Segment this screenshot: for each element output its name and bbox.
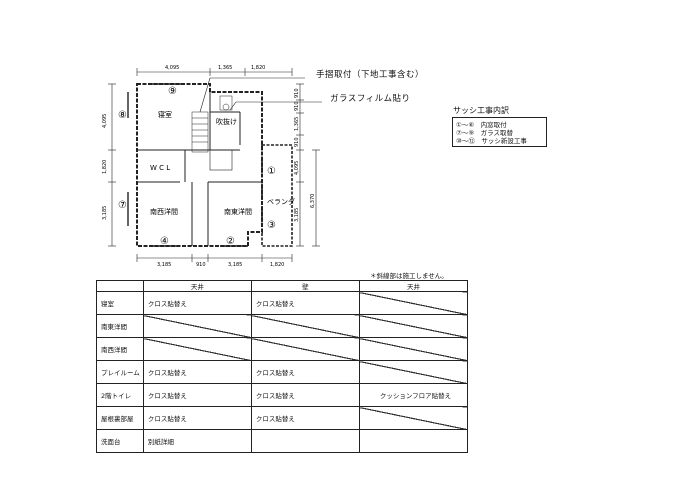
cell-hatched [250, 314, 360, 338]
cell [358, 429, 469, 453]
right-dimension [296, 83, 320, 247]
finish-table: 天井 壁 天井 寝室 クロス貼替え クロス貼替え 南東洋間 南西洋間 プレイルー… [96, 280, 469, 453]
marker-9: ⑨ [168, 86, 177, 97]
cell: クロス貼替え [250, 360, 360, 384]
dim-left-3: 3,185 [102, 206, 108, 220]
dim-right-6: 3,185 [294, 208, 300, 222]
row-label: 2階トイレ [96, 383, 144, 407]
dim-top-1: 4,095 [165, 65, 179, 71]
legend-line-2: ⑦～⑨ ガラス取替 [456, 129, 514, 137]
legend-line-3: ⑩～⑫ サッシ新設工事 [456, 137, 527, 145]
cell: クロス貼替え [250, 383, 360, 407]
row-label: 南東洋間 [96, 314, 144, 338]
veranda-outline [261, 144, 293, 247]
table-row: 洗面台 別紙詳細 [96, 429, 469, 453]
landing [209, 149, 233, 171]
dim-bottom-4: 1,820 [270, 262, 284, 268]
marker-7: ⑦ [118, 200, 127, 211]
window-marks [127, 83, 248, 247]
cell: クロス貼替え [142, 360, 252, 384]
row-label: 南西洋間 [96, 337, 144, 361]
marker-8: ⑧ [118, 110, 127, 121]
floor-plan: 4,095 1,365 1,820 3,185 910 3,185 1,820 … [102, 65, 322, 268]
dim-right-1: 910 [294, 88, 300, 98]
header-ceiling: 天井 [142, 280, 252, 292]
stair [191, 111, 209, 153]
cell: クッションフロア貼替え [358, 383, 469, 407]
dim-right-5: 4,095 [294, 161, 300, 175]
cell: クロス貼替え [250, 406, 360, 430]
table-row: 南東洋間 [96, 314, 469, 338]
row-label: 屋根裏部屋 [96, 406, 144, 430]
room-veranda: ベランダ [267, 197, 295, 206]
room-wcl: W C L [150, 164, 170, 172]
header-blank [96, 280, 144, 292]
room-sw: 南西洋間 [150, 207, 178, 216]
legend-box: ①～⑥ 内窓取付 ⑦～⑨ ガラス取替 ⑩～⑫ サッシ新設工事 [452, 117, 547, 147]
cell: 別紙詳細 [142, 429, 252, 453]
row-label: 寝室 [96, 291, 144, 315]
hatch-note: ＊斜線部は施工しません。 [370, 272, 448, 280]
table-row: 屋根裏部屋 クロス貼替え クロス貼替え [96, 406, 469, 430]
dim-right-outer: 6,370 [310, 194, 316, 208]
header-ceiling-2: 天井 [358, 280, 469, 292]
marker-4: ④ [160, 236, 169, 247]
dim-bottom-3: 3,185 [228, 262, 242, 268]
dim-left-1: 4,095 [102, 114, 108, 128]
marker-3: ③ [267, 220, 276, 231]
legend-line-1: ①～⑥ 内窓取付 [456, 121, 507, 129]
dim-right-3: 1,365 [294, 117, 300, 131]
toilet [219, 95, 233, 111]
header-wall: 壁 [250, 280, 360, 292]
cell-hatched [250, 337, 360, 361]
cell: クロス貼替え [250, 291, 360, 315]
table-row: 南西洋間 [96, 337, 469, 361]
row-label: プレイルーム [96, 360, 144, 384]
cell-hatched [142, 314, 252, 338]
cell: クロス貼替え [142, 406, 252, 430]
cell: クロス貼替え [142, 291, 252, 315]
callout-glass-film: ガラスフィルム貼り [330, 94, 411, 104]
dim-right-4: 910 [294, 137, 300, 147]
left-dimension [108, 83, 116, 247]
cell-hatched [358, 291, 469, 315]
cell-hatched [358, 406, 469, 430]
cell: クロス貼替え [142, 383, 252, 407]
table-row: 2階トイレ クロス貼替え クロス貼替え クッションフロア貼替え [96, 383, 469, 407]
room-se: 南東洋間 [224, 207, 252, 216]
dim-top-2: 1,365 [218, 65, 232, 71]
table-row: 寝室 クロス貼替え クロス貼替え [96, 291, 469, 315]
dim-left-2: 1,820 [102, 160, 108, 174]
callout-leaders [199, 77, 322, 113]
room-atrium: 吹抜け [216, 117, 237, 126]
dim-bottom-1: 3,185 [157, 262, 171, 268]
marker-2: ② [226, 236, 235, 247]
cell-hatched [358, 337, 469, 361]
legend-title: サッシ工事内訳 [453, 106, 509, 115]
table-row: プレイルーム クロス貼替え クロス貼替え [96, 360, 469, 384]
marker-1: ① [267, 166, 276, 177]
room-bedroom: 寝室 [158, 110, 172, 119]
table-header-row: 天井 壁 天井 [96, 280, 469, 292]
top-dimension [136, 68, 293, 76]
bottom-dimension [136, 254, 293, 262]
cell-hatched [358, 360, 469, 384]
cell [250, 429, 360, 453]
dim-bottom-2: 910 [196, 262, 206, 268]
cell-hatched [358, 314, 469, 338]
callout-handrail: 手摺取付（下地工事含む） [316, 70, 425, 80]
row-label: 洗面台 [96, 429, 144, 453]
cell-hatched [142, 337, 252, 361]
dim-top-3: 1,820 [251, 65, 265, 71]
dim-right-2: 910 [294, 101, 300, 111]
